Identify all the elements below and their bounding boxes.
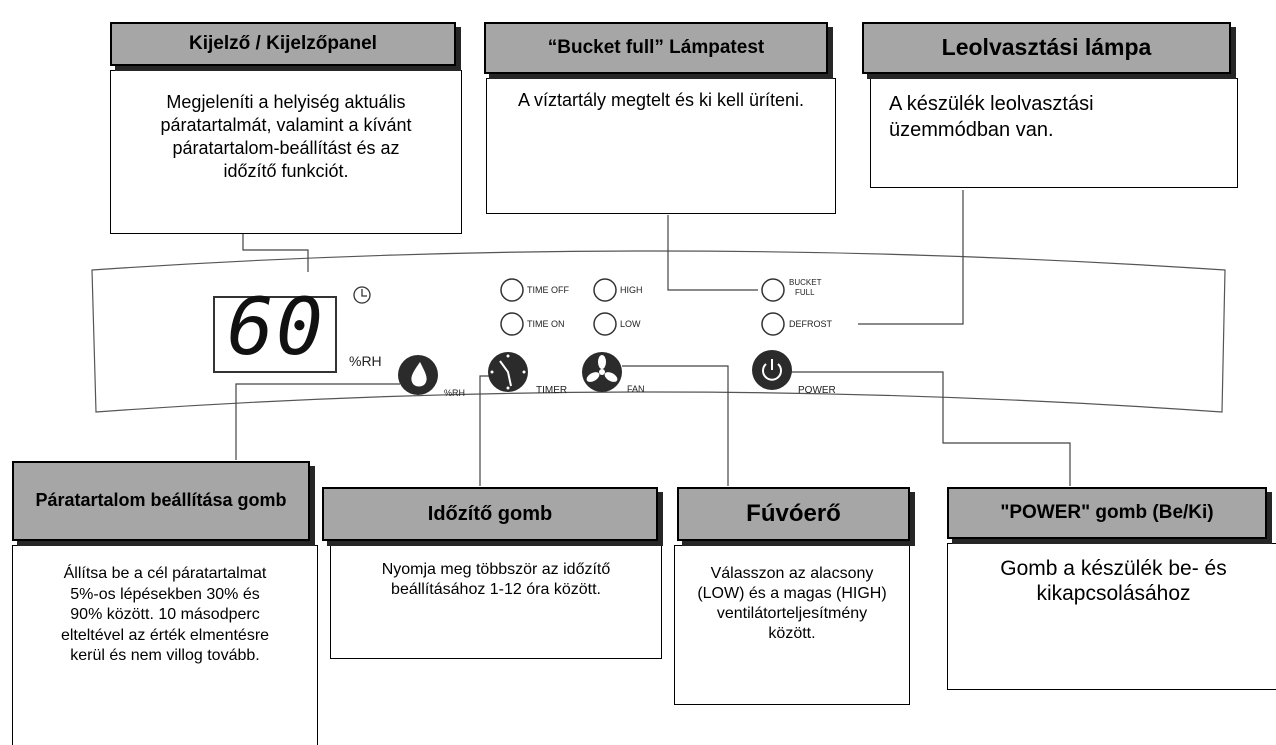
callout-power-text: Gomb a készülék be- és kikapcsolásához	[947, 543, 1276, 690]
low-label: LOW	[620, 319, 641, 329]
line-fan	[622, 365, 729, 486]
callout-defrost-title: Leolvasztási lámpa	[862, 22, 1231, 74]
time-off-label: TIME OFF	[527, 285, 569, 295]
timer-button-label: TIMER	[536, 385, 568, 396]
callout-display-text: Megjeleníti a helyiség aktuális páratart…	[110, 70, 462, 234]
timer-button	[488, 352, 528, 392]
callout-bucket-title: “Bucket full” Lámpatest	[484, 22, 828, 74]
callout-timer-title: Időzítő gomb	[322, 487, 658, 541]
display-frame	[213, 296, 337, 373]
line-power	[790, 371, 1071, 486]
callout-humidity-text: Állítsa be a cél páratartalmat 5%-os lép…	[12, 545, 318, 745]
bucket-full-label-2: FULL	[795, 288, 815, 297]
power-icon	[762, 359, 782, 381]
line-humidity	[235, 383, 400, 460]
time-on-label: TIME ON	[527, 319, 565, 329]
led-low	[593, 312, 617, 336]
line-timer	[479, 375, 490, 486]
callout-defrost-text: A készülék leolvasztási üzemmódban van.	[870, 78, 1238, 188]
rh-button-label: %RH	[444, 388, 466, 398]
rh-button	[398, 355, 438, 395]
callout-timer-text: Nyomja meg többször az időzítő beállítás…	[330, 545, 662, 659]
callout-fan-text: Válasszon az alacsony (LOW) és a magas (…	[674, 545, 910, 705]
bucket-full-label-1: BUCKET	[789, 278, 822, 287]
clock-icon	[353, 286, 371, 304]
connector-lines	[235, 190, 1071, 486]
line-display	[242, 233, 309, 272]
callout-humidity-title: Páratartalom beállítása gomb	[12, 461, 310, 541]
power-button	[752, 350, 792, 390]
callout-fan-title: Fúvóerő	[677, 487, 910, 541]
display-value: 60	[227, 283, 325, 373]
defrost-label: DEFROST	[789, 319, 833, 329]
fan-icon	[586, 355, 618, 382]
led-bucket-full	[761, 278, 785, 302]
control-panel-outline	[91, 250, 1226, 413]
led-time-off	[500, 278, 524, 302]
led-high	[593, 278, 617, 302]
clock-hands-icon	[499, 360, 512, 387]
callout-bucket-text: A víztartály megtelt és ki kell üríteni.	[486, 78, 836, 214]
line-bucket	[667, 215, 758, 291]
high-label: HIGH	[620, 285, 643, 295]
fan-button	[582, 352, 622, 392]
fan-button-label: FAN	[627, 384, 645, 394]
power-button-label: POWER	[798, 385, 836, 396]
callout-display-title: Kijelző / Kijelzőpanel	[110, 22, 456, 66]
rh-unit-label: %RH	[349, 353, 382, 369]
callout-power-title: "POWER" gomb (Be/Ki)	[947, 487, 1267, 539]
line-defrost	[858, 190, 964, 325]
led-defrost	[761, 312, 785, 336]
led-time-on	[500, 312, 524, 336]
drop-icon	[411, 362, 427, 387]
